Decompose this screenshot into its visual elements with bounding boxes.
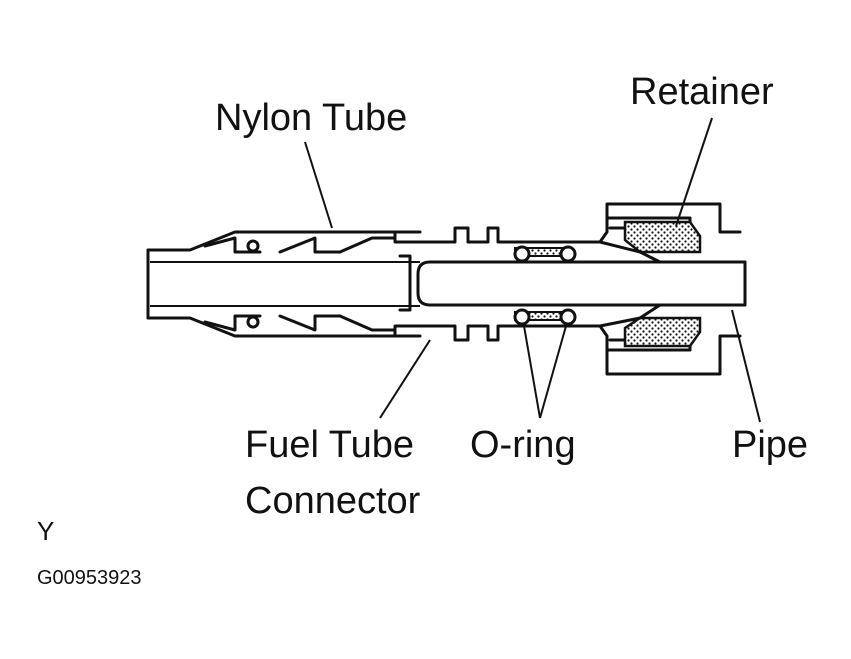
view-letter: Y (37, 516, 54, 546)
fuel-tube-connector-label-line1: Fuel Tube (245, 424, 414, 466)
fuel-tube-connector-label-line2: Connector (245, 480, 421, 522)
connector-body (393, 202, 742, 376)
pipe-label: Pipe (732, 424, 808, 466)
tube-barbs (203, 236, 397, 332)
nylon-tube (146, 230, 422, 338)
retainer-label: Retainer (630, 71, 774, 113)
pipe (416, 260, 747, 307)
o-ring-label: O-ring (470, 424, 576, 466)
o-rings (513, 245, 577, 326)
nylon-tube-label: Nylon Tube (215, 97, 407, 139)
retainer (598, 216, 702, 352)
leader-lines (304, 117, 761, 423)
figure-code: G00953923 (37, 567, 142, 589)
